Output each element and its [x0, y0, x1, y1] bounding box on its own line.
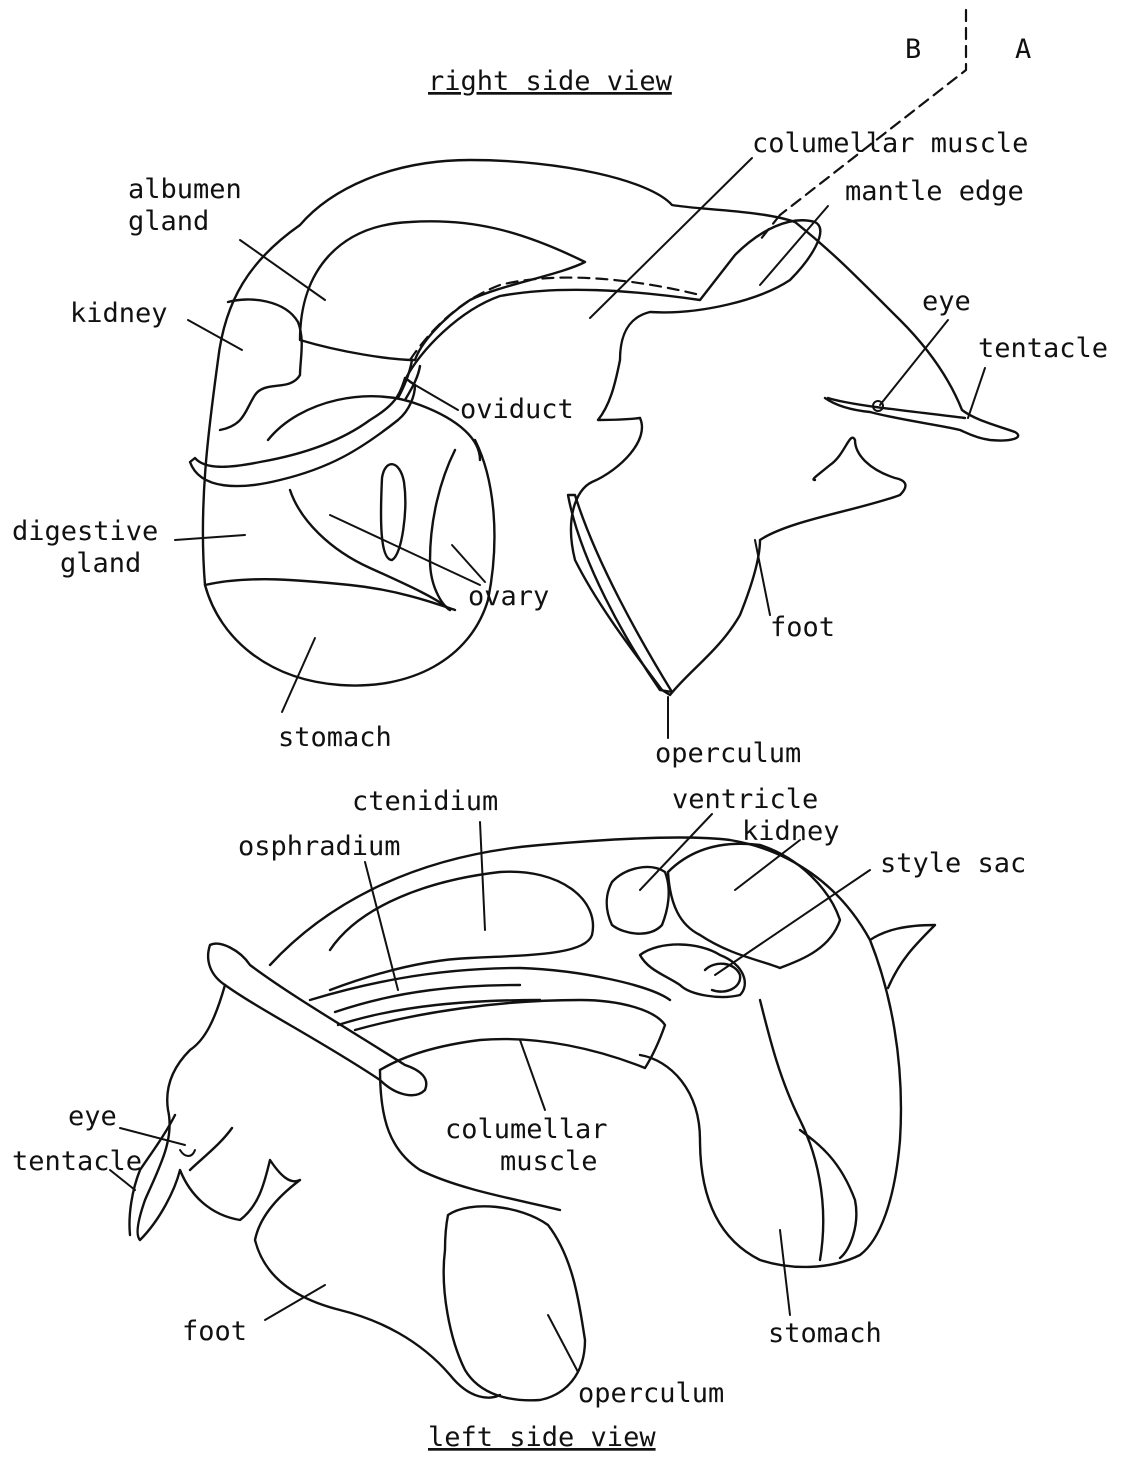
- leader-columellar-left: [520, 1040, 545, 1110]
- label-kidney-left: kidney: [742, 816, 840, 847]
- eye-mark-left: [180, 1150, 195, 1156]
- label-tentacle-right: tentacle: [978, 333, 1108, 364]
- leader-ctenidium: [480, 822, 485, 930]
- right-view-title: right side view: [428, 66, 673, 97]
- leader-stomach-right: [282, 638, 315, 712]
- label-digestive-gland-1: digestive: [12, 516, 158, 547]
- label-stomach-right: stomach: [278, 722, 392, 753]
- ventricle-outline: [607, 867, 669, 934]
- leader-oviduct: [410, 382, 458, 410]
- leader-mantle-edge: [760, 206, 828, 285]
- leader-eye-left: [120, 1128, 185, 1145]
- ctenidium-lamella: [310, 968, 670, 1025]
- style-sac-inner: [705, 964, 740, 992]
- label-foot-right: foot: [770, 612, 835, 643]
- leader-ovary-b: [452, 545, 485, 582]
- right-leader-lines: [175, 158, 985, 738]
- ovary-outline: [268, 396, 480, 610]
- label-eye-right: eye: [922, 286, 971, 317]
- label-columellar-left-2: muscle: [500, 1146, 598, 1177]
- label-oviduct: oviduct: [460, 394, 574, 425]
- label-foot-left: foot: [182, 1316, 247, 1347]
- leader-columellar-muscle: [590, 158, 752, 318]
- stomach-division-right: [205, 579, 455, 610]
- section-letter-a: A: [1015, 34, 1031, 65]
- left-leader-lines: [110, 814, 870, 1372]
- operculum-outline-right: [568, 495, 672, 692]
- label-ovary: ovary: [468, 581, 549, 612]
- leader-stomach-left: [780, 1230, 790, 1315]
- leader-digestive-gland: [175, 535, 245, 540]
- label-osphradium: osphradium: [238, 831, 401, 862]
- label-kidney-right: kidney: [70, 298, 168, 329]
- label-tentacle-left: tentacle: [12, 1146, 142, 1177]
- label-mantle-edge: mantle edge: [845, 176, 1024, 207]
- leader-tentacle-right: [968, 368, 985, 418]
- leader-operculum-left: [548, 1315, 578, 1372]
- label-ventricle: ventricle: [672, 784, 818, 815]
- kidney-outline-right: [220, 299, 302, 430]
- left-visceral-outline: [270, 838, 935, 1267]
- left-view-title: left side view: [428, 1422, 656, 1453]
- label-style-sac: style sac: [880, 848, 1026, 879]
- label-ctenidium: ctenidium: [352, 786, 498, 817]
- intestine-loop-right: [190, 378, 415, 486]
- leader-osphradium: [365, 862, 398, 990]
- label-albumen-gland-2: gland: [128, 206, 209, 237]
- leader-ventricle: [640, 814, 712, 890]
- label-columellar-left-1: columellar: [445, 1114, 608, 1145]
- label-operculum-right: operculum: [655, 738, 801, 769]
- operculum-outline-left: [444, 1206, 585, 1400]
- leader-foot-right: [755, 540, 770, 615]
- label-columellar-muscle: columellar muscle: [752, 128, 1028, 159]
- ovary-inner-loop: [381, 464, 405, 560]
- head-outline-right: [795, 222, 1018, 441]
- label-eye-left: eye: [68, 1101, 117, 1132]
- foot-outline-right: [571, 418, 905, 695]
- label-albumen-gland-1: albumen: [128, 174, 242, 205]
- leader-style-sac: [715, 870, 870, 975]
- label-stomach-left: stomach: [768, 1318, 882, 1349]
- columellar-region-outline: [405, 220, 820, 420]
- leader-eye-right: [880, 320, 948, 405]
- right-side-view: right side view: [12, 66, 1108, 769]
- stomach-region-left: [760, 1000, 856, 1260]
- section-letter-b: B: [905, 34, 921, 65]
- left-side-view: ctenidium ventricle kidney osphradium st…: [12, 784, 1026, 1453]
- leader-kidney-right: [188, 320, 242, 350]
- label-digestive-gland-2: gland: [60, 548, 141, 579]
- label-operculum-left: operculum: [578, 1378, 724, 1409]
- head-inner-left: [190, 1128, 232, 1170]
